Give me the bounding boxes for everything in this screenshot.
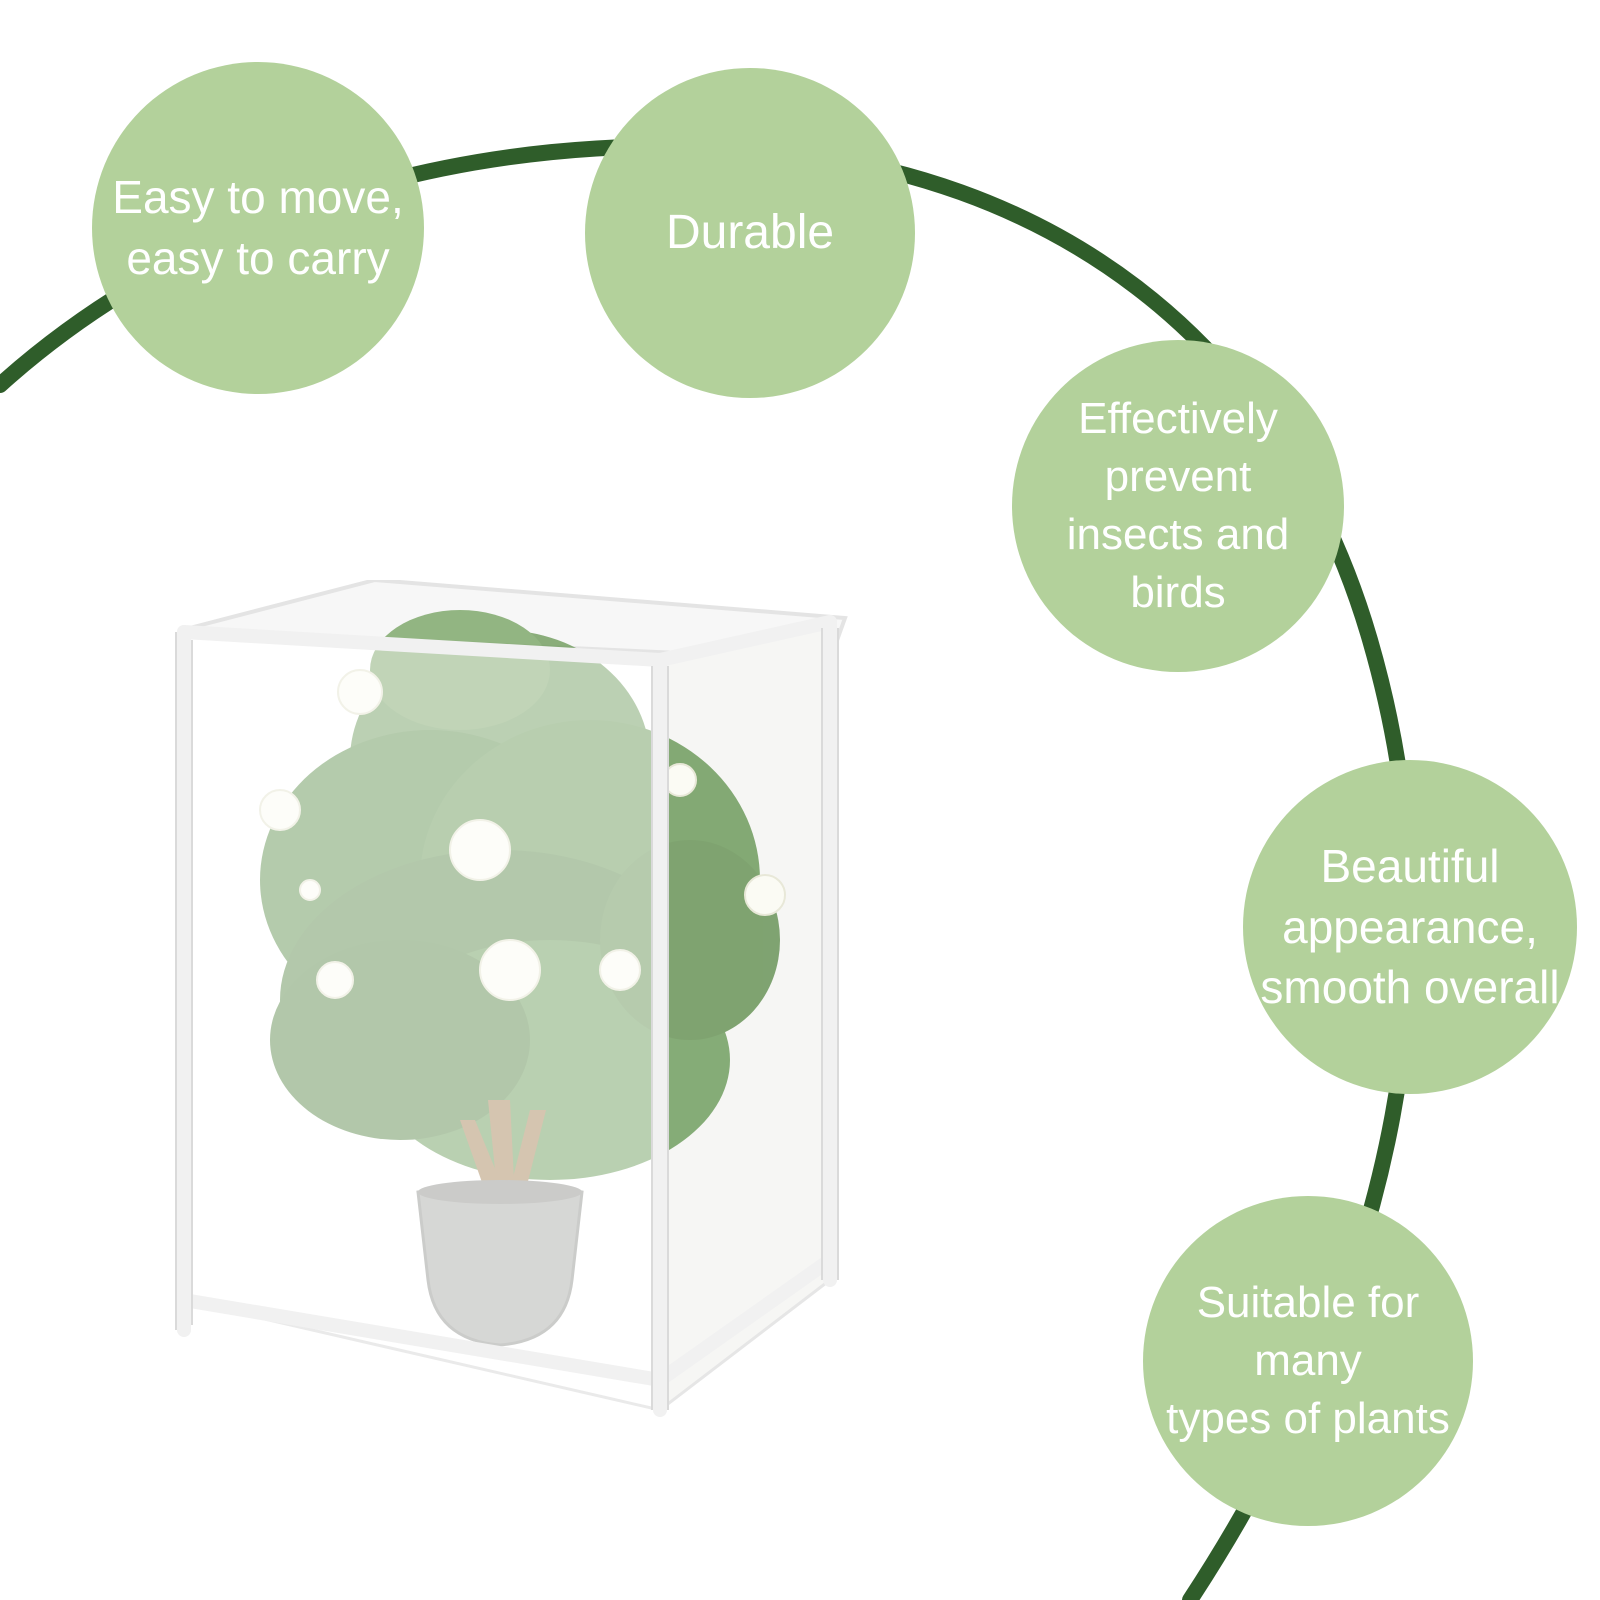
feature-text-durable: Durable [665,206,835,260]
cage-top-panel [181,580,848,663]
feature-bubble-appearance: Beautiful appearance, smooth overall [1243,760,1577,1094]
feature-bubble-portability: Easy to move, easy to carry [92,62,424,394]
feature-text-pest-protection: Effectively prevent insects and birds [1066,393,1290,618]
feature-text-portability: Easy to move, easy to carry [112,171,404,284]
feature-bubble-plant-types: Suitable for many types of plants [1143,1196,1473,1526]
cage-frame-outline [175,628,839,1410]
cage-mesh-front [180,628,662,1412]
tree-flowers [259,669,786,1001]
feature-text-plant-types: Suitable for many types of plants [1166,1277,1450,1444]
plant-cover-cage-image [175,580,848,1417]
feature-text-appearance: Beautiful appearance, smooth overall [1260,839,1560,1014]
feature-bubble-durable: Durable [585,68,915,398]
cage-frame [177,615,837,1417]
feature-bubble-pest-protection: Effectively prevent insects and birds [1012,340,1344,672]
